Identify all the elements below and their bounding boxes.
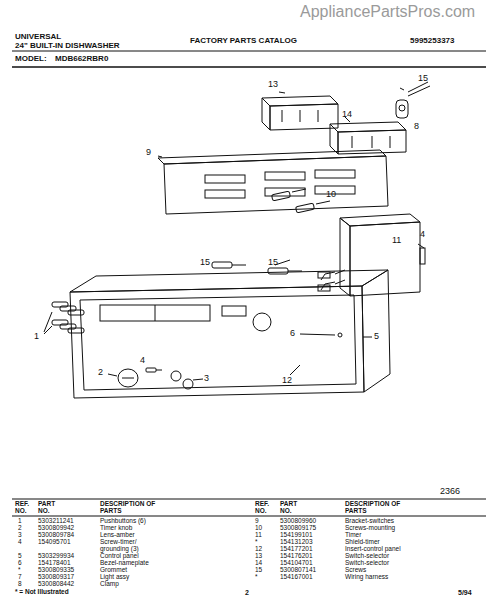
callout-number: 1 (34, 332, 39, 341)
callout-number: 4 (140, 356, 145, 365)
part-description: Clamp (100, 581, 119, 588)
ref-number: 8 (18, 581, 22, 588)
part-description: Wiring harness (345, 574, 388, 581)
callout-number: 14 (342, 110, 352, 119)
ref-number: * (255, 539, 258, 546)
product-type: 24" BUILT-IN DISHWASHER (15, 42, 120, 50)
part-number: 5300807141 (280, 567, 316, 574)
part-number: 154177201 (280, 546, 313, 553)
ref-number: 14 (255, 560, 262, 567)
ref-number: 7 (18, 574, 22, 581)
catalog-title: FACTORY PARTS CATALOG (190, 37, 297, 45)
part-description: Shield-timer (345, 539, 380, 546)
ref-number: 13 (255, 553, 262, 560)
ref-number: 3 (18, 532, 22, 539)
catalog-number: 5995253373 (410, 37, 455, 45)
part-description: Screw-timer/ grounding (3) (100, 539, 162, 553)
model-label: MODEL: (15, 55, 47, 63)
part-number: 154095701 (38, 539, 71, 546)
part-number: 5300808442 (38, 581, 74, 588)
part-number: 5300809317 (38, 574, 74, 581)
ref-number: 15 (255, 567, 262, 574)
callout-number: 3 (204, 374, 209, 383)
part-description: Switch-selector (345, 560, 389, 567)
watermark: AppliancePartsPros.com (300, 4, 475, 21)
callout-number: 12 (282, 376, 292, 385)
part-description: Screws-mounting (345, 525, 395, 532)
callout-number: 15 (268, 258, 278, 267)
part-description: Lens-amber (100, 532, 135, 539)
part-description: Screws (345, 567, 366, 574)
date-code: 5/94 (458, 589, 472, 596)
column-header: PART NO. (280, 501, 310, 515)
model-number: MDB662RBR0 (55, 55, 108, 63)
callout-number: 4 (420, 230, 425, 239)
callout-number: 8 (414, 122, 419, 131)
part-number: 5300809335 (38, 567, 74, 574)
ref-number: 5 (18, 553, 22, 560)
column-header: PART NO. (38, 501, 68, 515)
part-number: 154178401 (38, 560, 71, 567)
column-header: REF. NO. (255, 501, 277, 515)
part-number: 5303299934 (38, 553, 74, 560)
callout-number: 9 (146, 148, 151, 157)
part-number: 5303211241 (38, 518, 74, 525)
part-number: 5300809175 (280, 525, 316, 532)
part-description: Pushbuttons (6) (100, 518, 146, 525)
brand: UNIVERSAL (15, 33, 61, 41)
part-description: Timer knob (100, 525, 132, 532)
ref-number: 2 (18, 525, 22, 532)
part-number: 154199101 (280, 532, 313, 539)
callout-number: 2366 (440, 487, 460, 496)
ref-number: * (255, 574, 258, 581)
ref-number: 10 (255, 525, 262, 532)
part-description: Control panel (100, 553, 139, 560)
part-description: Bracket-switches (345, 518, 394, 525)
column-header: REF. NO. (15, 501, 37, 515)
part-description: Timer (345, 532, 361, 539)
callout-number: 11 (392, 236, 401, 245)
part-description: Bezel-nameplate (100, 560, 149, 567)
callout-number: 5 (374, 332, 379, 341)
part-description: Grommet (100, 567, 127, 574)
part-description: Switch-selector (345, 553, 389, 560)
callout-number: 15 (200, 258, 210, 267)
ref-number: 12 (255, 546, 262, 553)
part-description: Light assy (100, 574, 129, 581)
callout-number: 10 (326, 190, 336, 199)
ref-number: 6 (18, 560, 22, 567)
footnote: * = Not Illustrated (15, 589, 69, 596)
part-number: 154167001 (280, 574, 313, 581)
ref-number: 1 (18, 518, 22, 525)
callout-number: 13 (268, 80, 278, 89)
callout-number: 6 (290, 329, 295, 338)
ref-number: 11 (255, 532, 262, 539)
part-number: 5300809942 (38, 525, 74, 532)
ref-number: * (18, 567, 21, 574)
page-number: 2 (245, 589, 249, 596)
part-number: 5300809784 (38, 532, 74, 539)
part-number: 5300809960 (280, 518, 316, 525)
part-number: 154131203 (280, 539, 313, 546)
callout-number: 2 (98, 368, 103, 377)
column-header: DESCRIPTION OF PARTS (345, 501, 405, 515)
callout-number: 15 (418, 74, 428, 83)
column-header: DESCRIPTION OF PARTS (100, 501, 160, 515)
part-description: Insert-control panel (345, 546, 401, 553)
ref-number: 9 (255, 518, 259, 525)
ref-number: 4 (18, 539, 22, 546)
part-number: 154104701 (280, 560, 313, 567)
part-number: 154176201 (280, 553, 313, 560)
